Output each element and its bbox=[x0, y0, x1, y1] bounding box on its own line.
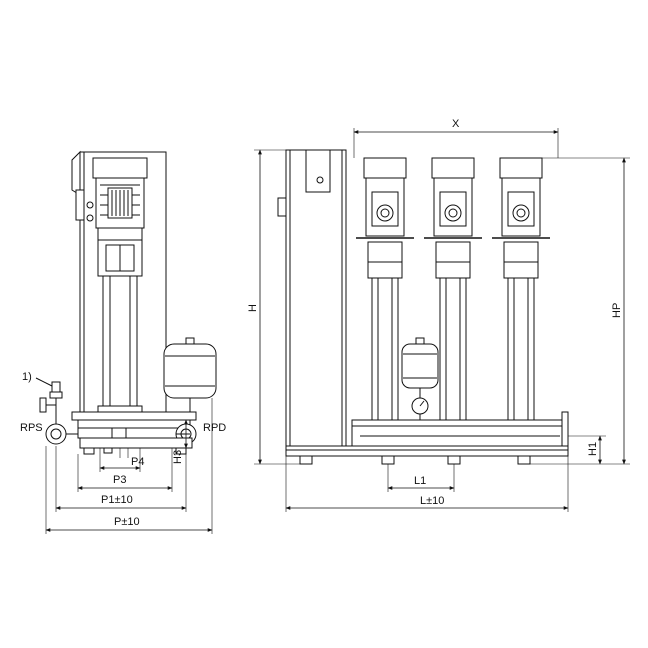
front-dimensions bbox=[254, 128, 630, 512]
h1-label: H1 bbox=[587, 442, 599, 456]
base-frame bbox=[285, 445, 569, 457]
rpd-label: RPD bbox=[203, 422, 226, 434]
pump-3 bbox=[492, 157, 550, 421]
note-label: 1) bbox=[22, 371, 32, 383]
x-label: X bbox=[452, 118, 460, 130]
cabinet-bracket bbox=[71, 150, 81, 196]
front-control-cabinet bbox=[285, 149, 347, 447]
pump-2 bbox=[424, 157, 482, 421]
rps-label: RPS bbox=[20, 422, 43, 434]
p-label: P±10 bbox=[114, 516, 140, 528]
side-view bbox=[35, 150, 217, 534]
front-view bbox=[254, 128, 630, 512]
p3-label: P3 bbox=[113, 474, 126, 486]
side-dimensions bbox=[45, 398, 213, 534]
pump-1 bbox=[356, 157, 414, 421]
l-label: L±10 bbox=[420, 495, 444, 507]
front-pressure-vessel bbox=[401, 337, 439, 420]
side-pressure-vessel bbox=[163, 337, 217, 412]
l1-label: L1 bbox=[414, 475, 426, 487]
h3-label: H3 bbox=[172, 450, 184, 464]
side-pump-column bbox=[102, 275, 138, 413]
suction-connection bbox=[45, 423, 67, 445]
h-label: H bbox=[247, 304, 259, 312]
side-motor bbox=[92, 157, 148, 241]
p4-label: P4 bbox=[131, 456, 144, 468]
p1-label: P1±10 bbox=[101, 494, 133, 506]
optional-valve-assembly bbox=[35, 377, 63, 424]
hp-label: HP bbox=[611, 303, 623, 318]
